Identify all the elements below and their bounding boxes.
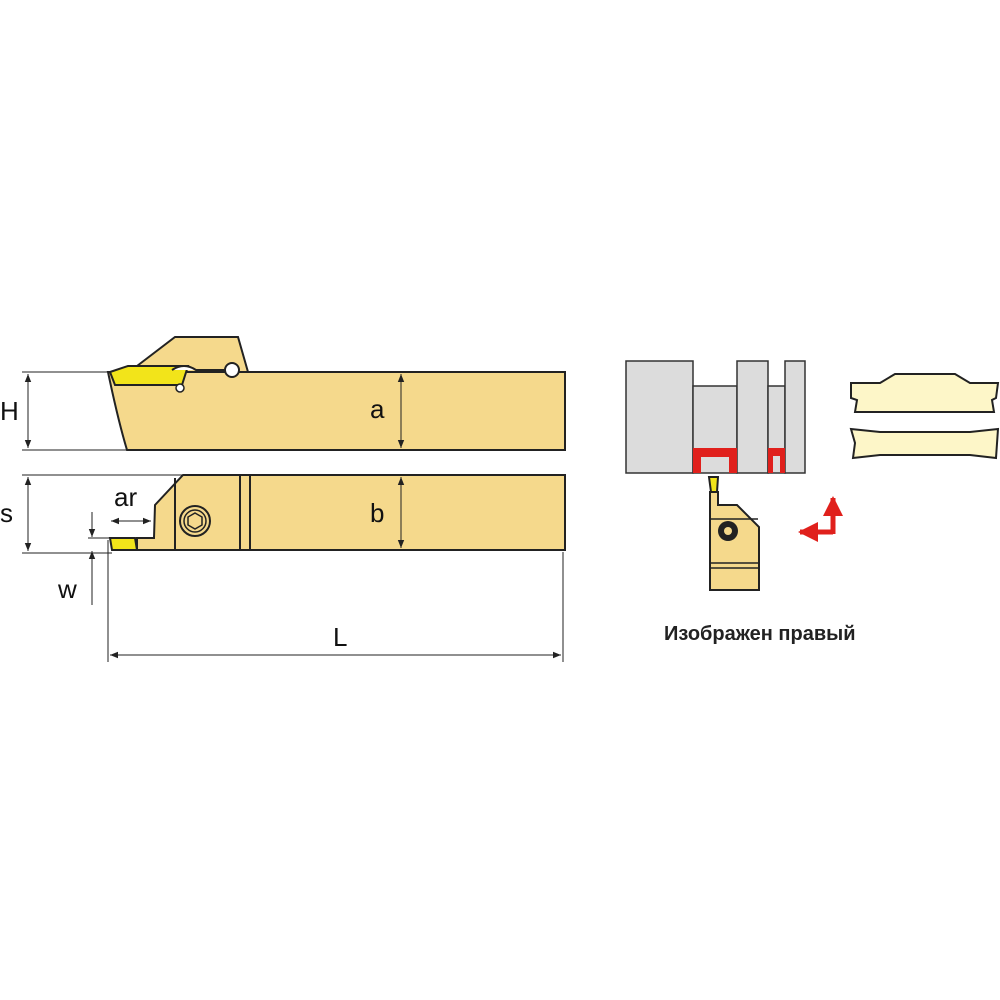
groove-red xyxy=(693,448,737,473)
dim-a: a xyxy=(370,374,405,448)
feed-direction-arrows-icon xyxy=(798,496,843,542)
side-view xyxy=(108,474,566,551)
groove-red xyxy=(768,448,785,473)
label-H: H xyxy=(0,396,19,426)
caption: Изображен правый xyxy=(664,623,856,645)
dim-w: w xyxy=(57,512,110,605)
label-s: s xyxy=(0,498,13,528)
small-toolholder xyxy=(707,476,760,591)
dim-H: H xyxy=(0,371,127,451)
workpiece xyxy=(625,360,806,474)
dim-ar: ar xyxy=(111,482,151,525)
label-ar: ar xyxy=(114,482,137,512)
top-view xyxy=(106,336,566,451)
label-w: w xyxy=(57,574,77,604)
clamp-screw-icon xyxy=(179,505,211,537)
label-b: b xyxy=(370,498,384,528)
dim-b: b xyxy=(370,477,405,548)
label-a: a xyxy=(370,394,385,424)
inserts xyxy=(849,373,1000,460)
dim-L: L xyxy=(107,540,564,662)
dim-s: s xyxy=(0,474,183,554)
label-L: L xyxy=(333,622,347,652)
